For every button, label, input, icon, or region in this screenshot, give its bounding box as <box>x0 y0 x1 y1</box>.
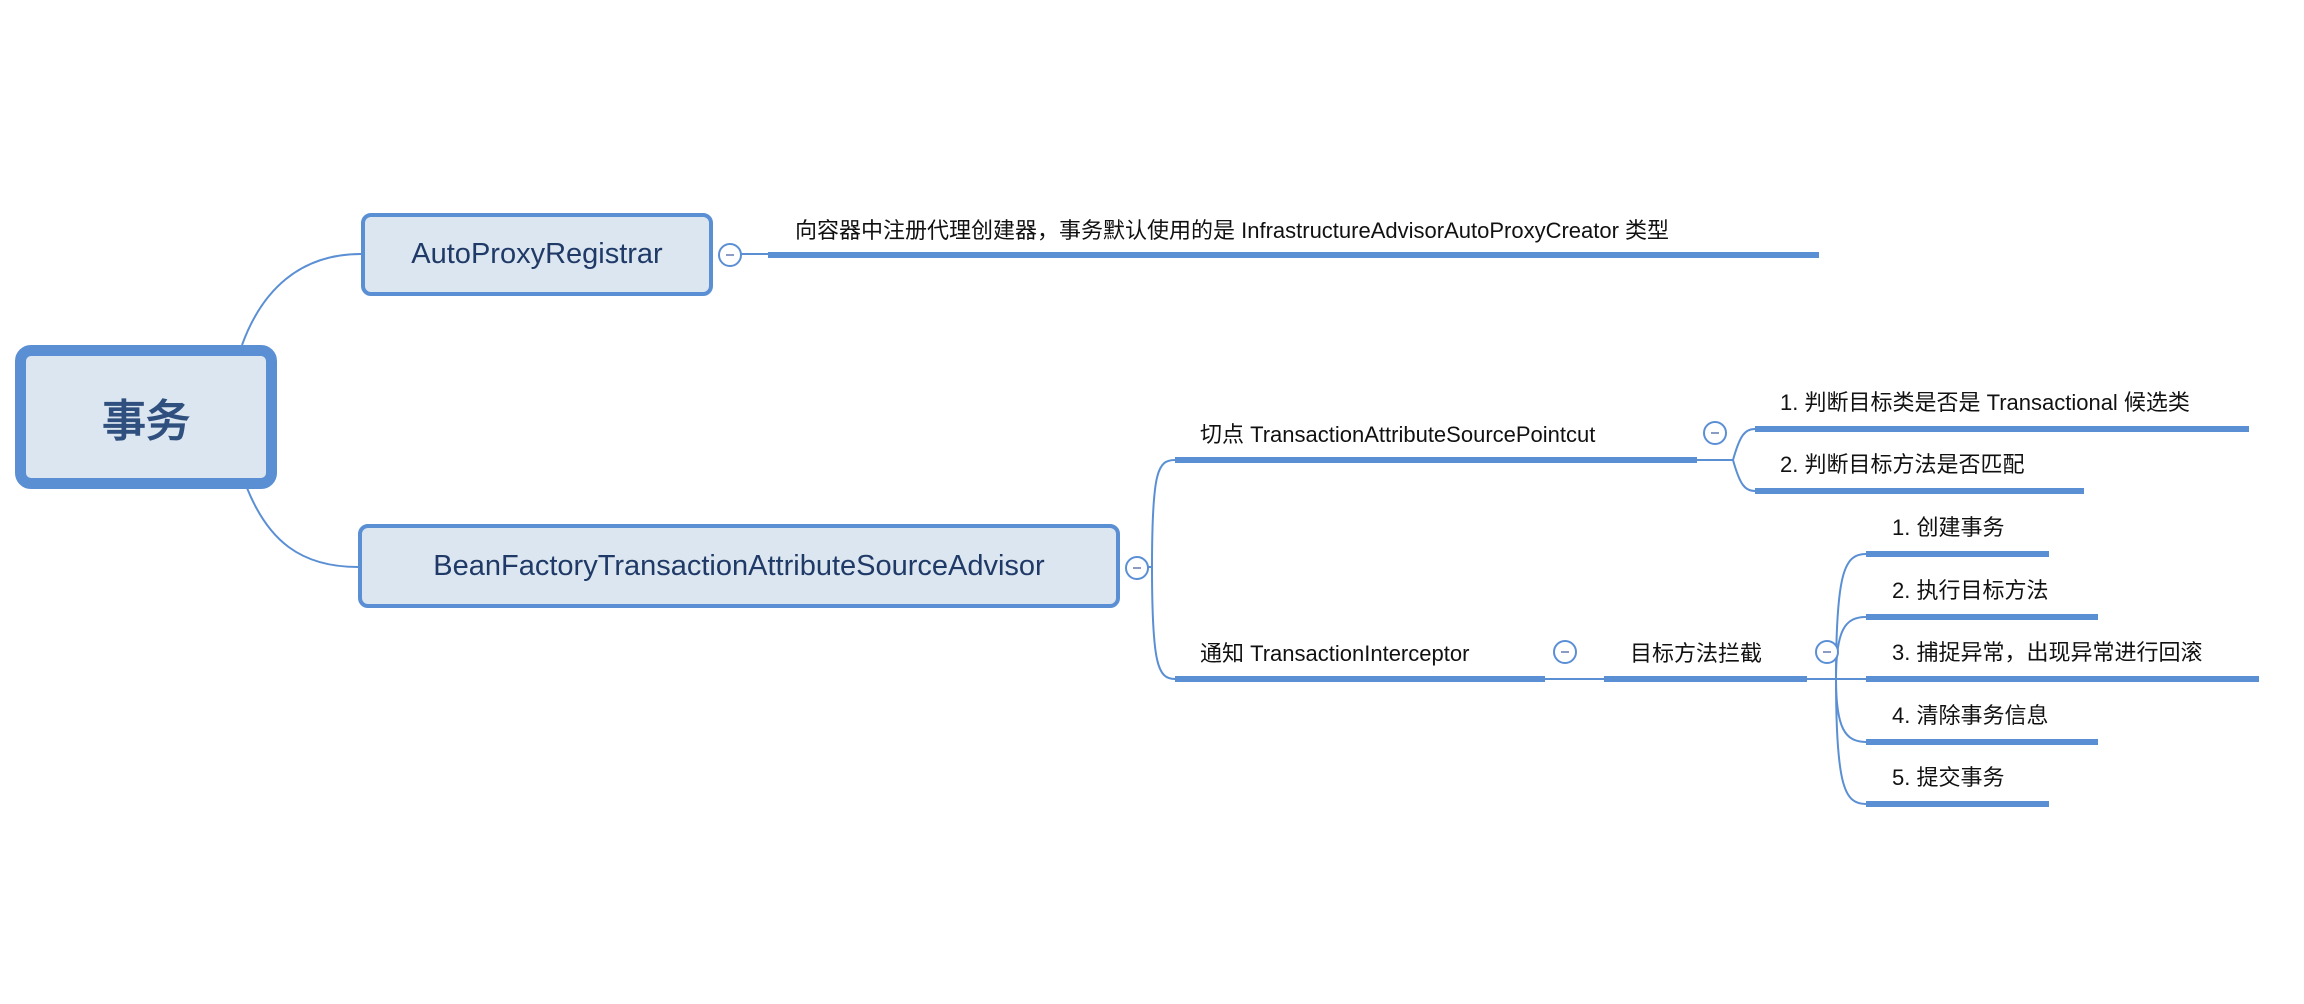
underline <box>768 252 1819 258</box>
underline <box>1755 426 2249 432</box>
underline <box>1866 614 2098 620</box>
collapse-icon[interactable] <box>718 243 742 267</box>
intercept-step-1[interactable]: 1. 创建事务 <box>1892 515 2005 540</box>
underline <box>1604 676 1807 682</box>
pointcut-child-2[interactable]: 2. 判断目标方法是否匹配 <box>1780 452 2025 477</box>
root-label: 事务 <box>102 397 190 446</box>
intercept-step-4[interactable]: 4. 清除事务信息 <box>1892 703 2049 728</box>
node-advice[interactable]: 通知 TransactionInterceptor <box>1200 641 1470 666</box>
underline <box>1866 801 2049 807</box>
node-auto-proxy-registrar[interactable]: AutoProxyRegistrar <box>361 213 713 296</box>
node-intercept[interactable]: 目标方法拦截 <box>1630 641 1763 666</box>
underline <box>1755 488 2084 494</box>
underline <box>1866 551 2049 557</box>
pointcut-child-1[interactable]: 1. 判断目标类是否是 Transactional 候选类 <box>1780 390 2190 415</box>
intercept-step-3[interactable]: 3. 捕捉异常，出现异常进行回滚 <box>1892 640 2203 665</box>
collapse-icon[interactable] <box>1125 556 1149 580</box>
collapse-icon[interactable] <box>1553 640 1577 664</box>
root-node[interactable]: 事务 <box>15 345 277 489</box>
intercept-step-2[interactable]: 2. 执行目标方法 <box>1892 578 2049 603</box>
node-pointcut[interactable]: 切点 TransactionAttributeSourcePointcut <box>1200 422 1596 447</box>
underline <box>1175 676 1545 682</box>
node-label: AutoProxyRegistrar <box>411 238 663 270</box>
node-label: BeanFactoryTransactionAttributeSourceAdv… <box>433 549 1045 582</box>
intercept-step-5[interactable]: 5. 提交事务 <box>1892 765 2005 790</box>
collapse-icon[interactable] <box>1703 421 1727 445</box>
node-advisor[interactable]: BeanFactoryTransactionAttributeSourceAdv… <box>358 524 1120 608</box>
collapse-icon[interactable] <box>1815 640 1839 664</box>
underline <box>1866 739 2098 745</box>
underline <box>1175 457 1697 463</box>
note-auto-proxy: 向容器中注册代理创建器，事务默认使用的是 InfrastructureAdvis… <box>795 218 1670 243</box>
underline <box>1866 676 2259 682</box>
